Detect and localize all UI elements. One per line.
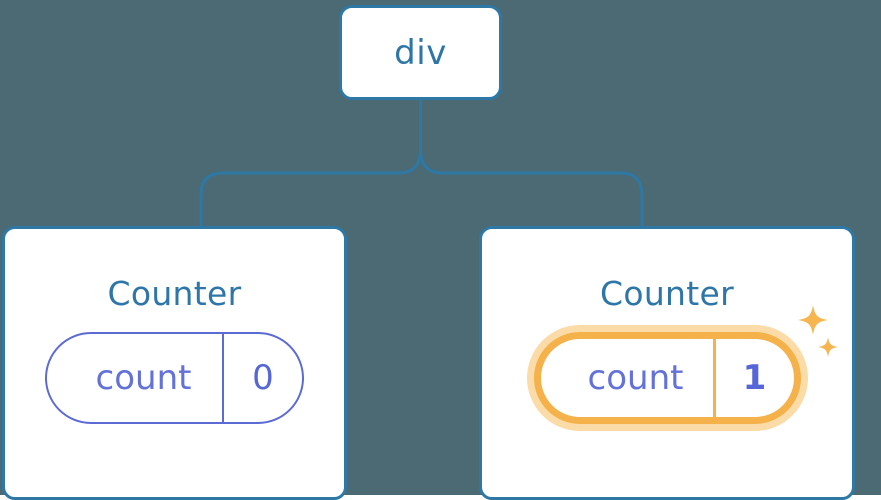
node-counter-right-label: Counter xyxy=(600,274,734,313)
state-pill-left-wrapper: count 0 xyxy=(45,332,304,424)
node-counter-left[interactable]: Counter count 0 xyxy=(2,226,347,500)
edge-root-to-left-counter xyxy=(199,98,422,228)
state-key-right: count xyxy=(587,358,684,398)
node-counter-left-label: Counter xyxy=(107,274,242,313)
state-key-left: count xyxy=(95,358,192,398)
sparkle-small-icon xyxy=(817,337,838,357)
edge-root-to-right-counter xyxy=(419,98,644,228)
node-div-label: div xyxy=(394,32,447,73)
state-pill-divider-right xyxy=(712,339,716,417)
sparkle-large-icon xyxy=(797,305,828,335)
state-value-right: 1 xyxy=(742,358,767,398)
node-div[interactable]: div xyxy=(339,5,502,100)
state-pill-right[interactable]: count 1 xyxy=(533,332,801,424)
node-counter-right[interactable]: Counter count 1 xyxy=(479,226,855,500)
state-pill-divider-left xyxy=(222,334,224,422)
state-pill-left[interactable]: count 0 xyxy=(45,332,304,424)
state-value-left: 0 xyxy=(252,358,274,398)
state-pill-right-wrapper: count 1 xyxy=(533,305,838,424)
